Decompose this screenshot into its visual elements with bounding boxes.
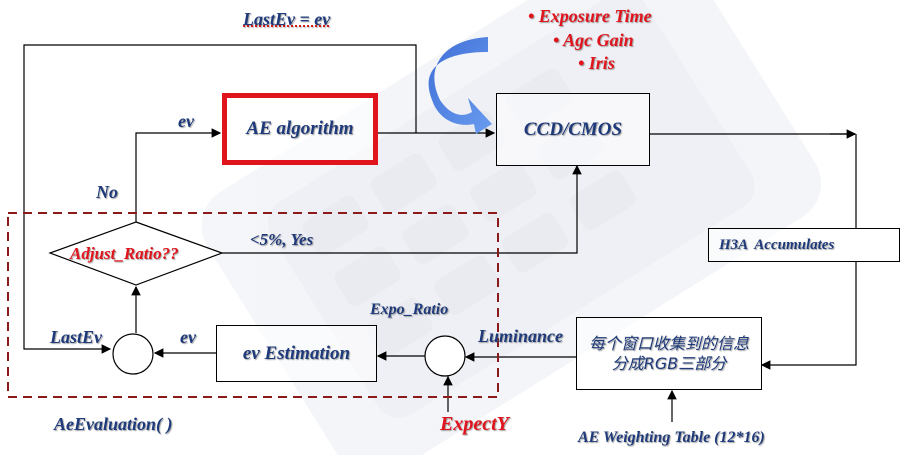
rgb-split-box: 每个窗口收集到的信息分成RGB三部分 bbox=[576, 317, 762, 390]
control-exposure-time: • Exposure Time bbox=[528, 6, 652, 26]
luminance-label: Luminance bbox=[478, 326, 564, 346]
ev-estimation-box: ev Estimation bbox=[216, 325, 377, 382]
ev-estimation-label: ev Estimation bbox=[242, 342, 351, 364]
expo-ratio-label: Expo_Ratio bbox=[370, 301, 449, 318]
weighting-table-label: AE Weighting Table (12*16) bbox=[578, 429, 765, 446]
ae-algorithm-box: AE algorithm bbox=[222, 93, 378, 165]
expect-y-label: ExpectY bbox=[440, 413, 509, 435]
ccd-cmos-label: CCD/CMOS bbox=[523, 118, 623, 140]
no-label: No bbox=[96, 182, 118, 202]
control-agc-gain: • Agc Gain bbox=[553, 30, 634, 50]
curved-arrow-icon bbox=[428, 37, 492, 134]
ev-bottom-label: ev bbox=[180, 327, 196, 347]
control-iris: • Iris bbox=[578, 53, 615, 73]
decision-label: Adjust_Ratio?? bbox=[70, 244, 179, 263]
ae-algorithm-label: AE algorithm bbox=[246, 118, 354, 139]
lastev-label: LastEv bbox=[50, 327, 102, 347]
h3a-box: H3A Accumulates bbox=[708, 228, 900, 262]
ccd-cmos-box: CCD/CMOS bbox=[496, 93, 650, 166]
h3a-label: H3A Accumulates bbox=[719, 236, 835, 253]
lastev-equals-ev-label: LastEv = ev bbox=[243, 9, 331, 29]
ae-evaluation-label: AeEvaluation( ) bbox=[54, 414, 173, 434]
yes-label: <5%, Yes bbox=[250, 230, 314, 249]
ev-top-label: ev bbox=[178, 111, 194, 131]
rgb-split-label: 每个窗口收集到的信息分成RGB三部分 bbox=[588, 334, 749, 373]
ae-evaluation-group bbox=[7, 212, 499, 398]
